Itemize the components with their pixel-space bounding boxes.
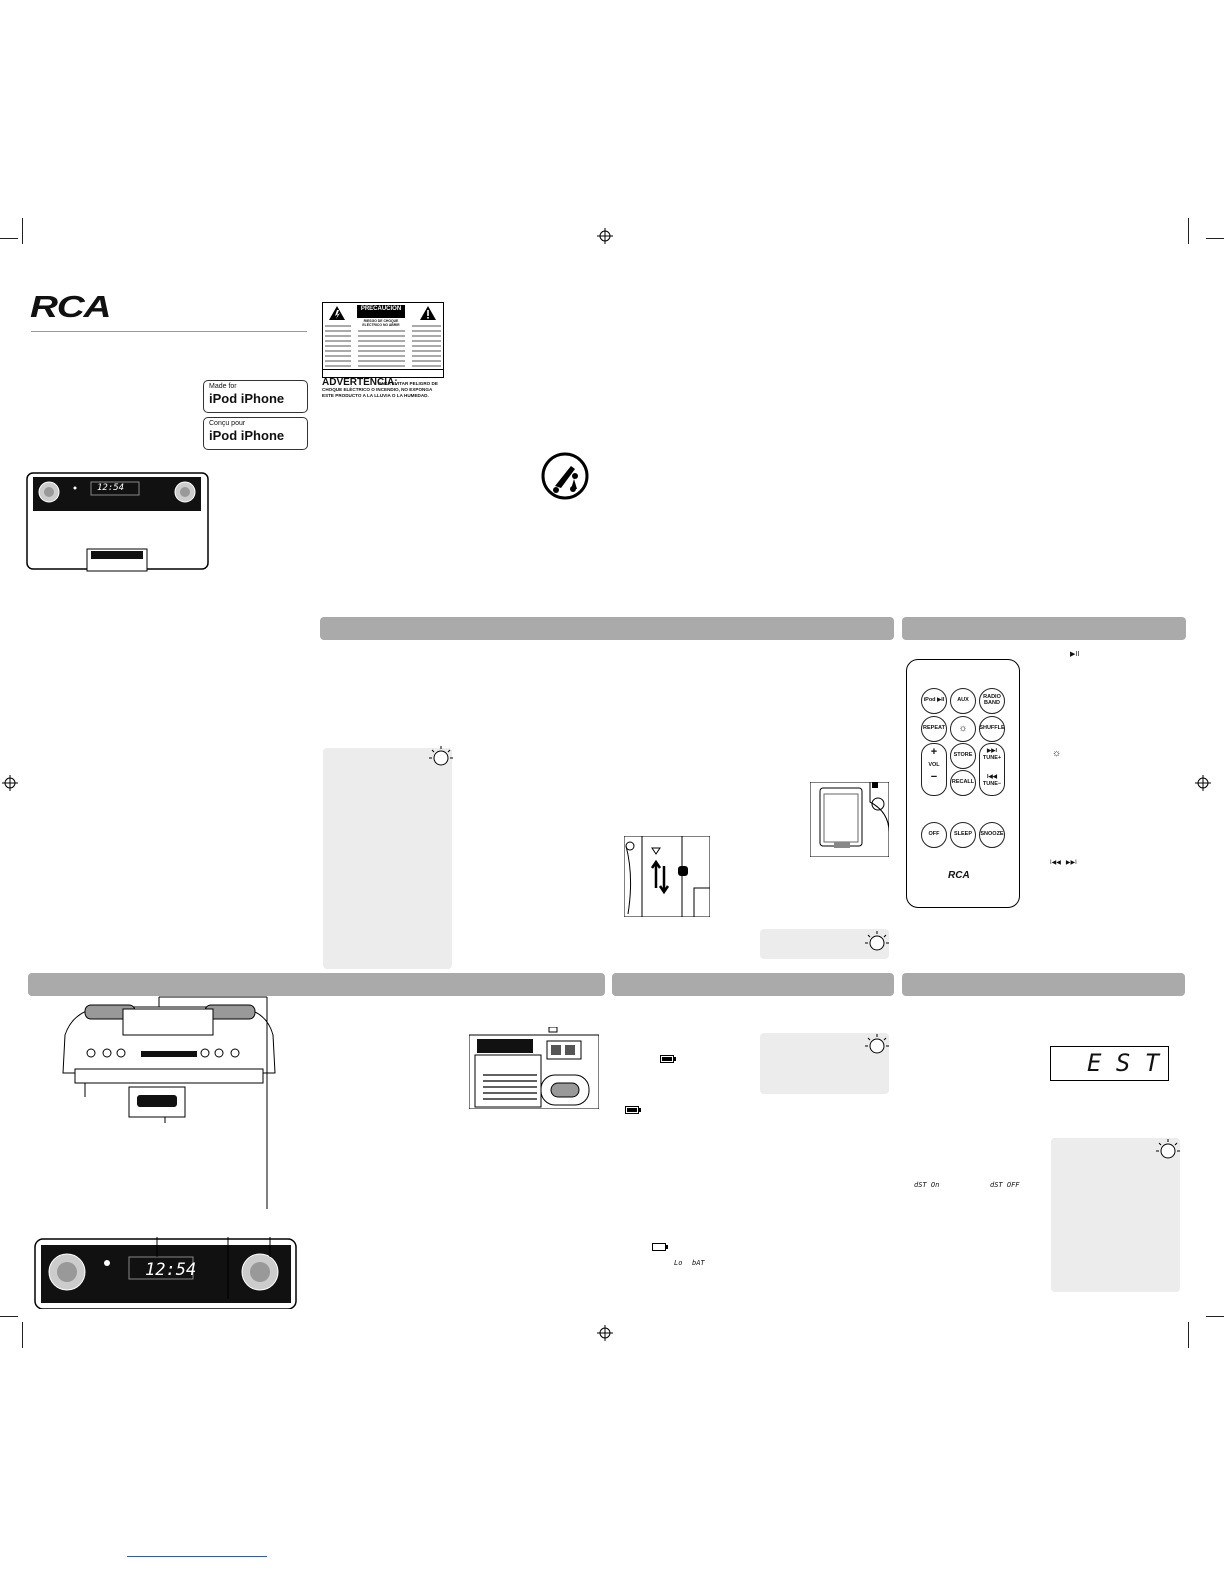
section-header-bar [320,617,894,640]
skip-icons: I◀◀ ▶▶I [1050,860,1077,866]
tune-down-label: I◀◀ TUNE− [982,774,1002,787]
battery-door-illustration [624,836,710,917]
crop-mark [0,238,18,239]
exclamation-triangle-icon [420,306,436,320]
volume-plus-icon: + [930,746,938,758]
remote-recall-button[interactable]: RECALL [950,770,976,796]
crop-mark [22,1322,23,1348]
crop-mark [0,1316,18,1317]
advertencia-label: ADVERTENCIA: [322,377,398,388]
crop-mark [1206,238,1224,239]
est-display-text: E S T [1087,1049,1160,1077]
volume-minus-icon: − [930,771,938,783]
section-header-bar [28,973,605,996]
remote-control: iPod ▶II AUX RADIO BAND REPEAT ☼ SHUFFLE… [906,659,1020,908]
battery-empty-icon [652,1243,668,1251]
volume-label: VOL [928,762,940,768]
play-pause-icon: ▶II [1070,651,1080,658]
registration-mark-icon [597,228,613,244]
est-display: E S T [1050,1046,1169,1081]
remote-sleep-button[interactable]: SLEEP [950,822,976,848]
remote-volume-rocker[interactable]: + VOL − [921,743,947,796]
remote-repeat-button[interactable]: REPEAT [921,716,947,742]
large-clock-display: 12:54 [145,1260,197,1280]
crop-mark [22,218,23,244]
made-for-ipod-badge: Made for iPod iPhone [203,380,308,413]
remote-off-button[interactable]: OFF [921,822,947,848]
link-underline[interactable] [127,1556,267,1557]
section-header-bar [612,973,894,996]
header-rule [31,331,307,332]
remote-shuffle-button[interactable]: SHUFFLE [979,716,1005,742]
device-display-closeup [34,1237,297,1309]
back-panel-illustration [469,1027,599,1109]
dimmer-icon: ☼ [1052,748,1062,759]
device-front-illustration [26,472,209,572]
crop-mark [1188,1322,1189,1348]
tip-note-box [323,748,452,969]
advertencia-text: PARA EVITAR PELIGRO DE CHOQUE ELÉCTRICO … [322,381,438,398]
registration-mark-icon [597,1325,613,1341]
remote-aux-button[interactable]: AUX [950,688,976,714]
lightbulb-tip-icon [1156,1139,1180,1159]
tip-note-box [1051,1138,1180,1292]
tip-note-box [760,1033,889,1094]
crop-mark [1206,1316,1224,1317]
cart-warning-icon [541,452,589,500]
small-clock-display: 12:54 [97,483,125,493]
remote-radio-band-button[interactable]: RADIO BAND [979,688,1005,714]
dst-off-indicator: dST OFF [990,1181,1020,1189]
battery-compartment-illustration [810,782,889,857]
rca-logo: RCA [30,289,111,324]
fine-print-lines [325,325,441,367]
dst-on-indicator: dST On [914,1181,940,1189]
tip-note-box [760,929,889,959]
remote-tune-rocker[interactable]: ▶▶I TUNE+ I◀◀ TUNE− [979,743,1005,796]
remote-snooze-button[interactable]: SNOOZE [979,822,1005,848]
concu-pour-ipod-badge: Conçu pour iPod iPhone [203,417,308,450]
battery-full-icon [660,1055,676,1063]
bat-indicator: bAT [692,1259,705,1267]
device-top-illustration [62,996,276,1209]
precaucion-subtitle: RIESGO DE CHOQUE ELÉCTRICO NO ABRIR [362,319,400,327]
remote-ipod-play-button[interactable]: iPod ▶II [921,688,947,714]
lightbulb-tip-icon [865,1034,889,1054]
warning-triangle-icon [329,306,345,320]
precaucion-title: PRECAUCIÓN [360,306,402,312]
tune-up-label: ▶▶I TUNE+ [982,748,1002,761]
remote-dimmer-button[interactable]: ☼ [950,716,976,742]
remote-rca-logo: RCA [948,870,970,881]
section-header-bar [902,973,1185,996]
lightbulb-tip-icon [865,931,889,951]
registration-mark-icon [2,775,18,791]
precaucion-warning-box: PRECAUCIÓN RIESGO DE CHOQUE ELÉCTRICO NO… [322,302,444,378]
remote-store-button[interactable]: STORE [950,743,976,769]
section-header-bar [902,617,1186,640]
registration-mark-icon [1195,775,1211,791]
battery-full-icon [625,1106,641,1114]
lightbulb-tip-icon [429,746,453,766]
crop-mark [1188,218,1189,244]
lo-indicator: Lo [674,1259,683,1267]
